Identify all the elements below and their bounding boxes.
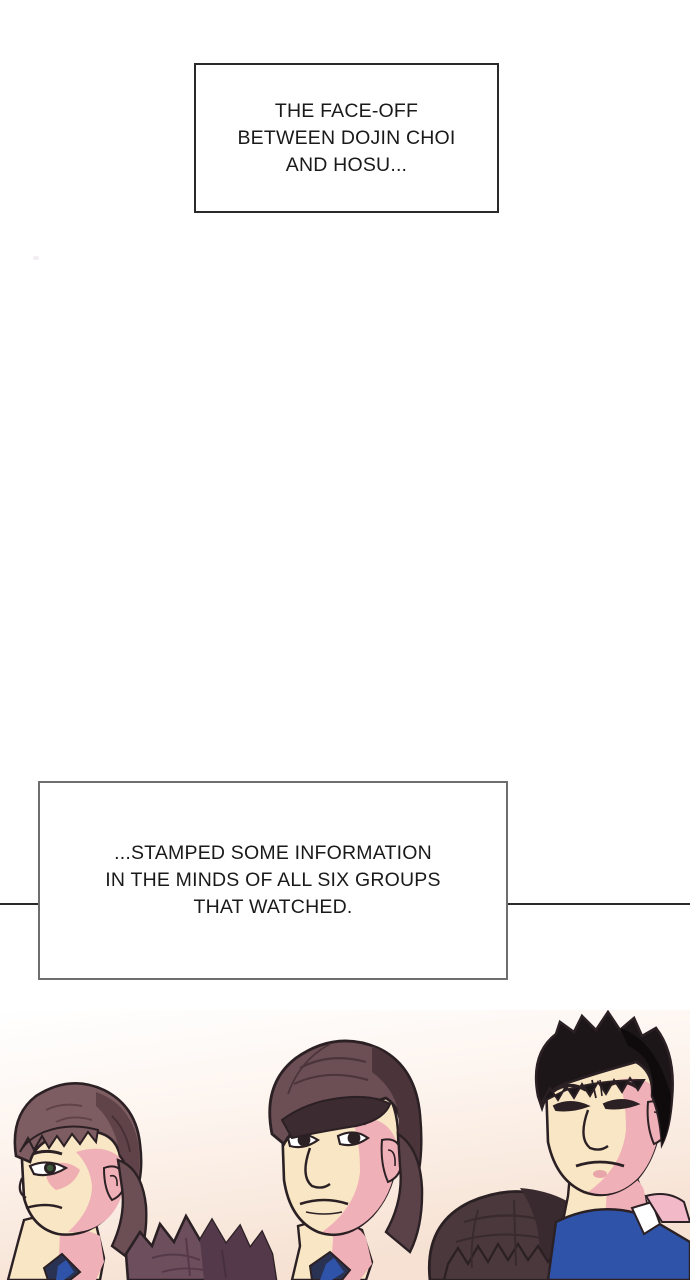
paper-speck: [33, 256, 39, 260]
artwork-panel: [0, 1010, 690, 1280]
narration-caption-top: THE FACE-OFF BETWEEN DOJIN CHOI AND HOSU…: [194, 63, 499, 213]
narration-caption-bottom-text: ...STAMPED SOME INFORMATION IN THE MINDS…: [105, 842, 441, 918]
character-left-profile: [6, 1081, 148, 1280]
narration-caption-bottom: ...STAMPED SOME INFORMATION IN THE MINDS…: [38, 781, 508, 980]
narration-caption-top-text: THE FACE-OFF BETWEEN DOJIN CHOI AND HOSU…: [237, 99, 456, 176]
group-of-characters-illustration: [0, 1010, 690, 1280]
character-front-left-spiky: [124, 1213, 278, 1280]
character-center: [268, 1039, 424, 1280]
character-right-black-hair: [534, 1010, 690, 1280]
